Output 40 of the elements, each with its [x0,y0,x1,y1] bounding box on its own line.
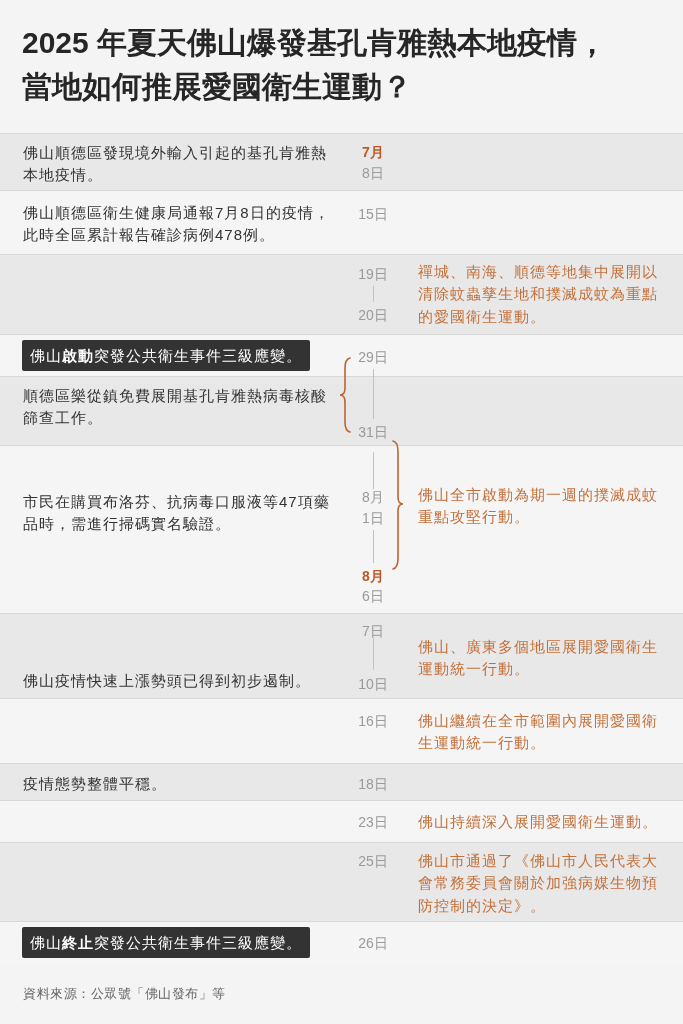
highlight-box: 佛山啟動突發公共衛生事件三級應變。 [22,340,310,371]
date-label: 7日 [362,622,384,641]
event-text: 佛山市通過了《佛山市人民代表大會常務委員會關於加強病媒生物預防控制的決定》。 [418,851,659,916]
month-label: 7月 [362,143,384,162]
date-label: 1日 [362,509,384,528]
date-label: 29日 [358,348,388,367]
event-text: 疫情態勢整體平穩。 [23,774,167,795]
timeline-row [0,842,683,921]
event-text: 市民在購買布洛芬、抗病毒口服液等47項藥品時，需進行掃碼實名驗證。 [23,492,331,534]
date-label: 31日 [358,423,388,442]
event-text: 佛山順德區衛生健康局通報7月8日的疫情，此時全區累計報告確診病例478例。 [23,203,331,245]
date-label: 16日 [358,712,388,731]
event-text: 順德區樂從鎮免費展開基孔肯雅熱病毒核酸篩查工作。 [23,386,328,428]
date-label: 15日 [358,205,388,224]
event-text: 禪城、南海、順德等地集中展開以清除蚊蟲孳生地和撲滅成蚊為重點的愛國衛生運動。 [418,262,659,327]
event-text: 佛山順德區發現境外輸入引起的基孔肯雅熱本地疫情。 [23,143,328,185]
timeline-row [0,763,683,800]
month-label: 8月 [362,567,384,586]
event-text: 佛山疫情快速上漲勢頭已得到初步遏制。 [23,671,311,692]
event-text: 佛山、廣東多個地區展開愛國衛生運動統一行動。 [418,637,659,680]
highlight-box: 佛山終止突發公共衛生事件三級應變。 [22,927,310,958]
date-label: 8日 [362,164,384,183]
timeline-row [0,613,683,698]
title: 2025 年夏天佛山爆發基孔肯雅熱本地疫情，當地如何推展愛國衛生運動？ [22,25,609,105]
timeline-row [0,376,683,445]
source-note: 資料來源：公眾號「佛山發布」等 [23,985,226,1003]
date-label: 23日 [358,813,388,832]
event-text: 佛山全市啟動為期一週的撲滅成蚊重點攻堅行動。 [418,485,659,528]
date-label: 6日 [362,587,384,606]
date-label: 26日 [358,934,388,953]
date-label: 20日 [358,306,388,325]
date-label: 19日 [358,265,388,284]
date-label: 8月 [362,488,384,507]
date-label: 25日 [358,852,388,871]
date-label: 10日 [358,675,388,694]
timeline-row [0,133,683,190]
event-text: 佛山持續深入展開愛國衛生運動。 [418,812,658,832]
event-text: 佛山繼續在全市範圍內展開愛國衛生運動統一行動。 [418,711,659,754]
timeline-row [0,254,683,334]
date-label: 18日 [358,775,388,794]
